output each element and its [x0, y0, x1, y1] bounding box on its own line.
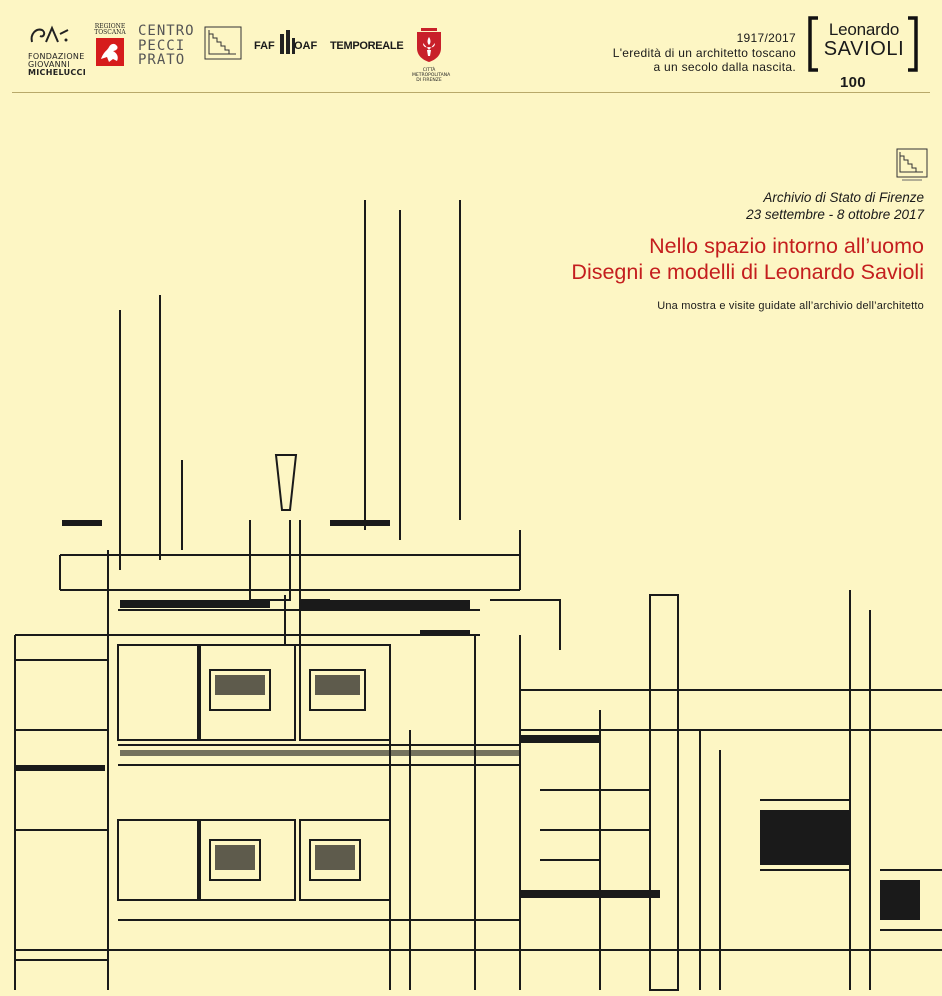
tempo-reale-text: TEMPOREALE	[330, 40, 404, 52]
venue-info: Archivio di Stato di Firenze 23 settembr…	[746, 190, 924, 224]
archivio-stato-logo-icon	[204, 26, 242, 60]
michelucci-line3: MICHELUCCI	[28, 68, 86, 77]
metro-line1: CITTÀ METROPOLITANA	[412, 68, 451, 78]
michelucci-mark-icon	[30, 25, 69, 43]
savioli-100-logo: Leonardo SAVIOLI 100	[808, 16, 920, 91]
michelucci-line2: GIOVANNI	[28, 60, 70, 69]
header-divider	[12, 92, 930, 93]
pecci-line3: PRATO	[138, 52, 186, 69]
faf-logo: FAF	[254, 36, 275, 54]
archivio-small-icon	[896, 148, 928, 181]
event-line3: a un secolo dalla nascita.	[653, 60, 796, 75]
title-line1: Nello spazio intorno all’uomo	[649, 234, 924, 258]
tempo-reale-logo: TEMPOREALE	[330, 36, 404, 54]
pecci-line2: PECCI	[138, 37, 186, 54]
metro-line2: DI FIRENZE	[416, 77, 442, 83]
michelucci-logo: FONDAZIONE GIOVANNI MICHELUCCI	[28, 24, 86, 77]
savioli-last-name: SAVIOLI	[823, 38, 905, 60]
savioli-hundred: 100	[840, 74, 866, 91]
michelucci-line1: FONDAZIONE	[28, 52, 85, 61]
pegasus-emblem-icon	[96, 37, 124, 66]
regione-line1: REGIONE	[94, 23, 126, 30]
fleur-de-lis-crest-icon	[417, 28, 441, 62]
venue-dates: 23 settembre - 8 ottobre 2017	[746, 206, 924, 222]
citta-metropolitana-logo: CITTÀ METROPOLITANA DI FIRENZE	[412, 28, 451, 84]
regione-line2: TOSCANA	[94, 29, 126, 37]
event-line2: L'eredità di un architetto toscano	[612, 45, 796, 60]
savioli-first-name: Leonardo	[828, 20, 900, 39]
event-years: 1917/2017	[736, 31, 796, 45]
title-line2: Disegni e modelli di Leonardo Savioli	[571, 259, 924, 284]
venue-name: Archivio di Stato di Firenze	[763, 190, 924, 205]
bracket-frame-icon	[808, 16, 918, 72]
oaf-logo: OAF	[294, 36, 317, 54]
centro-pecci-logo: CENTRO PECCI PRATO	[138, 24, 196, 68]
oaf-text: OAF	[294, 40, 318, 52]
pecci-line1: CENTRO	[138, 23, 195, 39]
building-mark-icon	[280, 30, 295, 54]
regione-toscana-logo: REGIONE TOSCANA	[94, 23, 126, 72]
exhibition-title: Nello spazio intorno all’uomo Disegni e …	[571, 234, 924, 286]
architectural-plan-drawing	[14, 200, 942, 991]
logo-header: FONDAZIONE GIOVANNI MICHELUCCI REGIONE T…	[0, 0, 942, 92]
faf-text: FAF	[254, 40, 275, 52]
exhibition-subtitle: Una mostra e visite guidate all’archivio…	[657, 300, 924, 312]
event-caption: 1917/2017 L'eredità di un architetto tos…	[613, 31, 796, 75]
